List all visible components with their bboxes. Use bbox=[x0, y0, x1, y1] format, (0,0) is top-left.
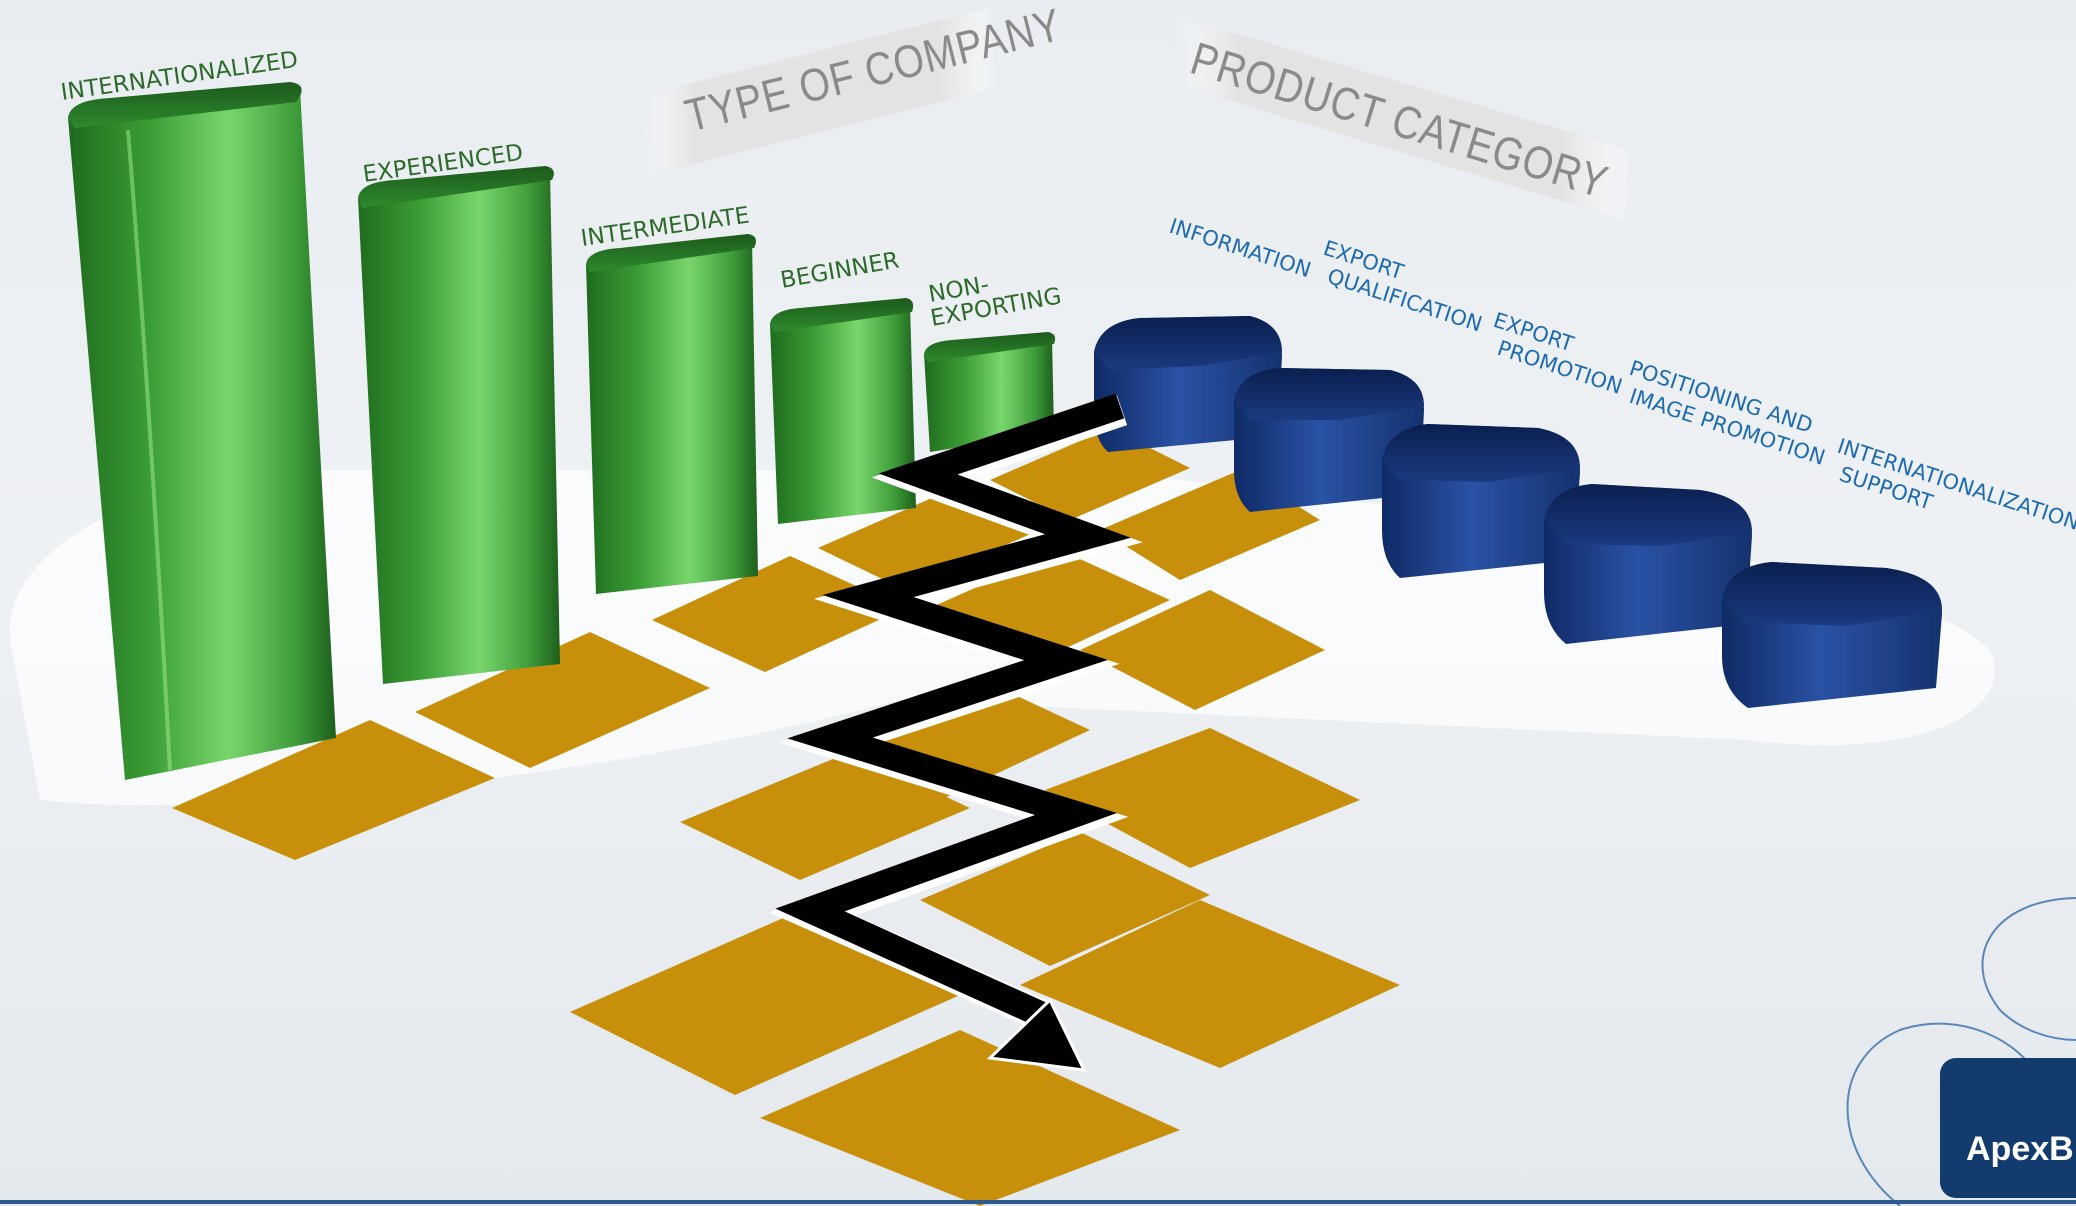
bottom-rule bbox=[0, 1200, 2076, 1204]
brand-name: ApexBr bbox=[1966, 1130, 2076, 1168]
arrow-head-icon bbox=[986, 997, 1087, 1072]
decorative-curves bbox=[1846, 897, 2076, 1206]
bar-beginner bbox=[770, 298, 916, 524]
product-header: PRODUCT CATEGORY bbox=[1185, 33, 1614, 209]
bar-experienced bbox=[358, 166, 560, 684]
company-header: TYPE OF COMPANY bbox=[680, 0, 1067, 142]
path-arrow bbox=[768, 393, 1143, 1072]
tile bbox=[652, 556, 905, 672]
block-positioning-image bbox=[1544, 484, 1752, 644]
tile bbox=[760, 1030, 1180, 1206]
tile bbox=[1045, 728, 1360, 868]
product-label-export-qualification-2: QUALIFICATION bbox=[1324, 264, 1485, 337]
block-export-qualification bbox=[1234, 368, 1424, 512]
bar-non-exporting bbox=[924, 332, 1056, 452]
product-blocks bbox=[1094, 316, 1942, 708]
brand-logo: ApexBr bbox=[1940, 1058, 2076, 1198]
product-label-information: INFORMATION bbox=[1166, 214, 1313, 282]
tile bbox=[570, 915, 960, 1095]
tile bbox=[1020, 900, 1400, 1068]
bar-internationalized bbox=[68, 82, 336, 780]
company-bars bbox=[68, 82, 1056, 780]
tile bbox=[680, 752, 970, 880]
tile bbox=[172, 720, 495, 860]
tile bbox=[415, 632, 710, 768]
company-label-beginner: BEGINNER bbox=[779, 247, 902, 293]
tile bbox=[920, 832, 1210, 966]
block-export-promotion bbox=[1382, 424, 1580, 578]
product-header-banner: PRODUCT CATEGORY bbox=[1170, 14, 1630, 220]
tile bbox=[990, 428, 1190, 520]
tile bbox=[1080, 590, 1325, 710]
bar-intermediate bbox=[586, 234, 758, 594]
block-internationalization-support bbox=[1722, 562, 1942, 708]
company-header-banner: TYPE OF COMPANY bbox=[640, 0, 1067, 175]
